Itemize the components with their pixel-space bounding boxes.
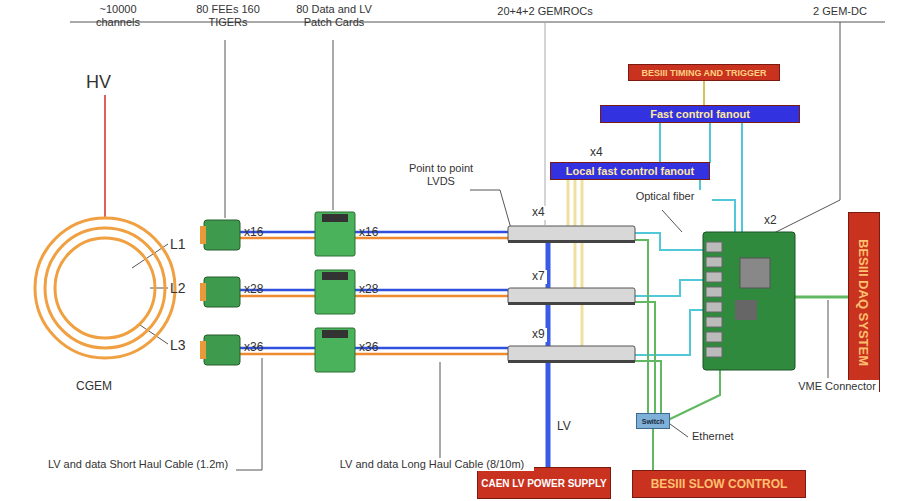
system-box: CAEN LV POWER SUPPLY — [477, 467, 611, 499]
connector — [703, 81, 705, 105]
annotation: 20+4+2 GEMROCs — [490, 5, 600, 18]
annotation: L3 — [170, 337, 186, 353]
annotation: LV — [555, 420, 573, 434]
connector — [659, 123, 661, 162]
annotation: L2 — [170, 280, 186, 296]
multiplicity-label: x36 — [359, 341, 378, 355]
box-label: BESIII TIMING AND TRIGGER — [641, 68, 766, 78]
annotation: LV and data Long Haul Cable (8/10m) — [330, 458, 534, 471]
multiplicity-label: x7 — [530, 270, 547, 284]
multiplicity-label: x2 — [762, 214, 779, 228]
multiplicity-label: x16 — [244, 226, 263, 240]
system-box: BESIII TIMING AND TRIGGER — [628, 64, 780, 81]
connector — [652, 429, 654, 470]
multiplicity-label: x28 — [359, 283, 378, 297]
annotation: HV — [86, 72, 111, 93]
annotation: ~10000 channels — [78, 3, 158, 28]
box-label: Fast control fanout — [650, 108, 750, 120]
annotation: 2 GEM-DC — [800, 5, 880, 18]
box-label: Local fast control fanout — [566, 165, 694, 177]
box-label: BESIII DAQ SYSTEM — [857, 238, 872, 365]
box-label: BESIII SLOW CONTROL — [651, 477, 788, 491]
annotation: 80 Data and LV Patch Cards — [290, 3, 378, 28]
system-box: Fast control fanout — [600, 105, 800, 123]
multiplicity-label: x16 — [359, 226, 378, 240]
system-box: Switch — [636, 413, 670, 429]
system-box: Local fast control fanout — [550, 162, 710, 180]
annotation: VME Connector — [795, 380, 879, 393]
box-label: CAEN LV POWER SUPPLY — [481, 478, 607, 489]
annotation: 80 FEEs 160 TIGERs — [188, 3, 268, 28]
annotation: CGEM — [76, 380, 112, 394]
box-label: Switch — [642, 418, 665, 425]
multiplicity-label: x36 — [244, 341, 263, 355]
multiplicity-label: x28 — [244, 283, 263, 297]
vertical-system-box: BESIII DAQ SYSTEM — [848, 212, 880, 392]
system-box: BESIII SLOW CONTROL — [632, 470, 806, 498]
annotation: L1 — [170, 236, 186, 252]
annotation: Point to point LVDS — [405, 162, 477, 187]
multiplicity-label: x4 — [588, 146, 605, 160]
multiplicity-label: x9 — [530, 328, 547, 342]
annotation: LV and data Short Haul Cable (1.2m) — [40, 458, 236, 471]
annotation: Ethernet — [690, 430, 736, 443]
annotation: Optical fiber — [618, 190, 712, 203]
multiplicity-label: x4 — [530, 206, 547, 220]
